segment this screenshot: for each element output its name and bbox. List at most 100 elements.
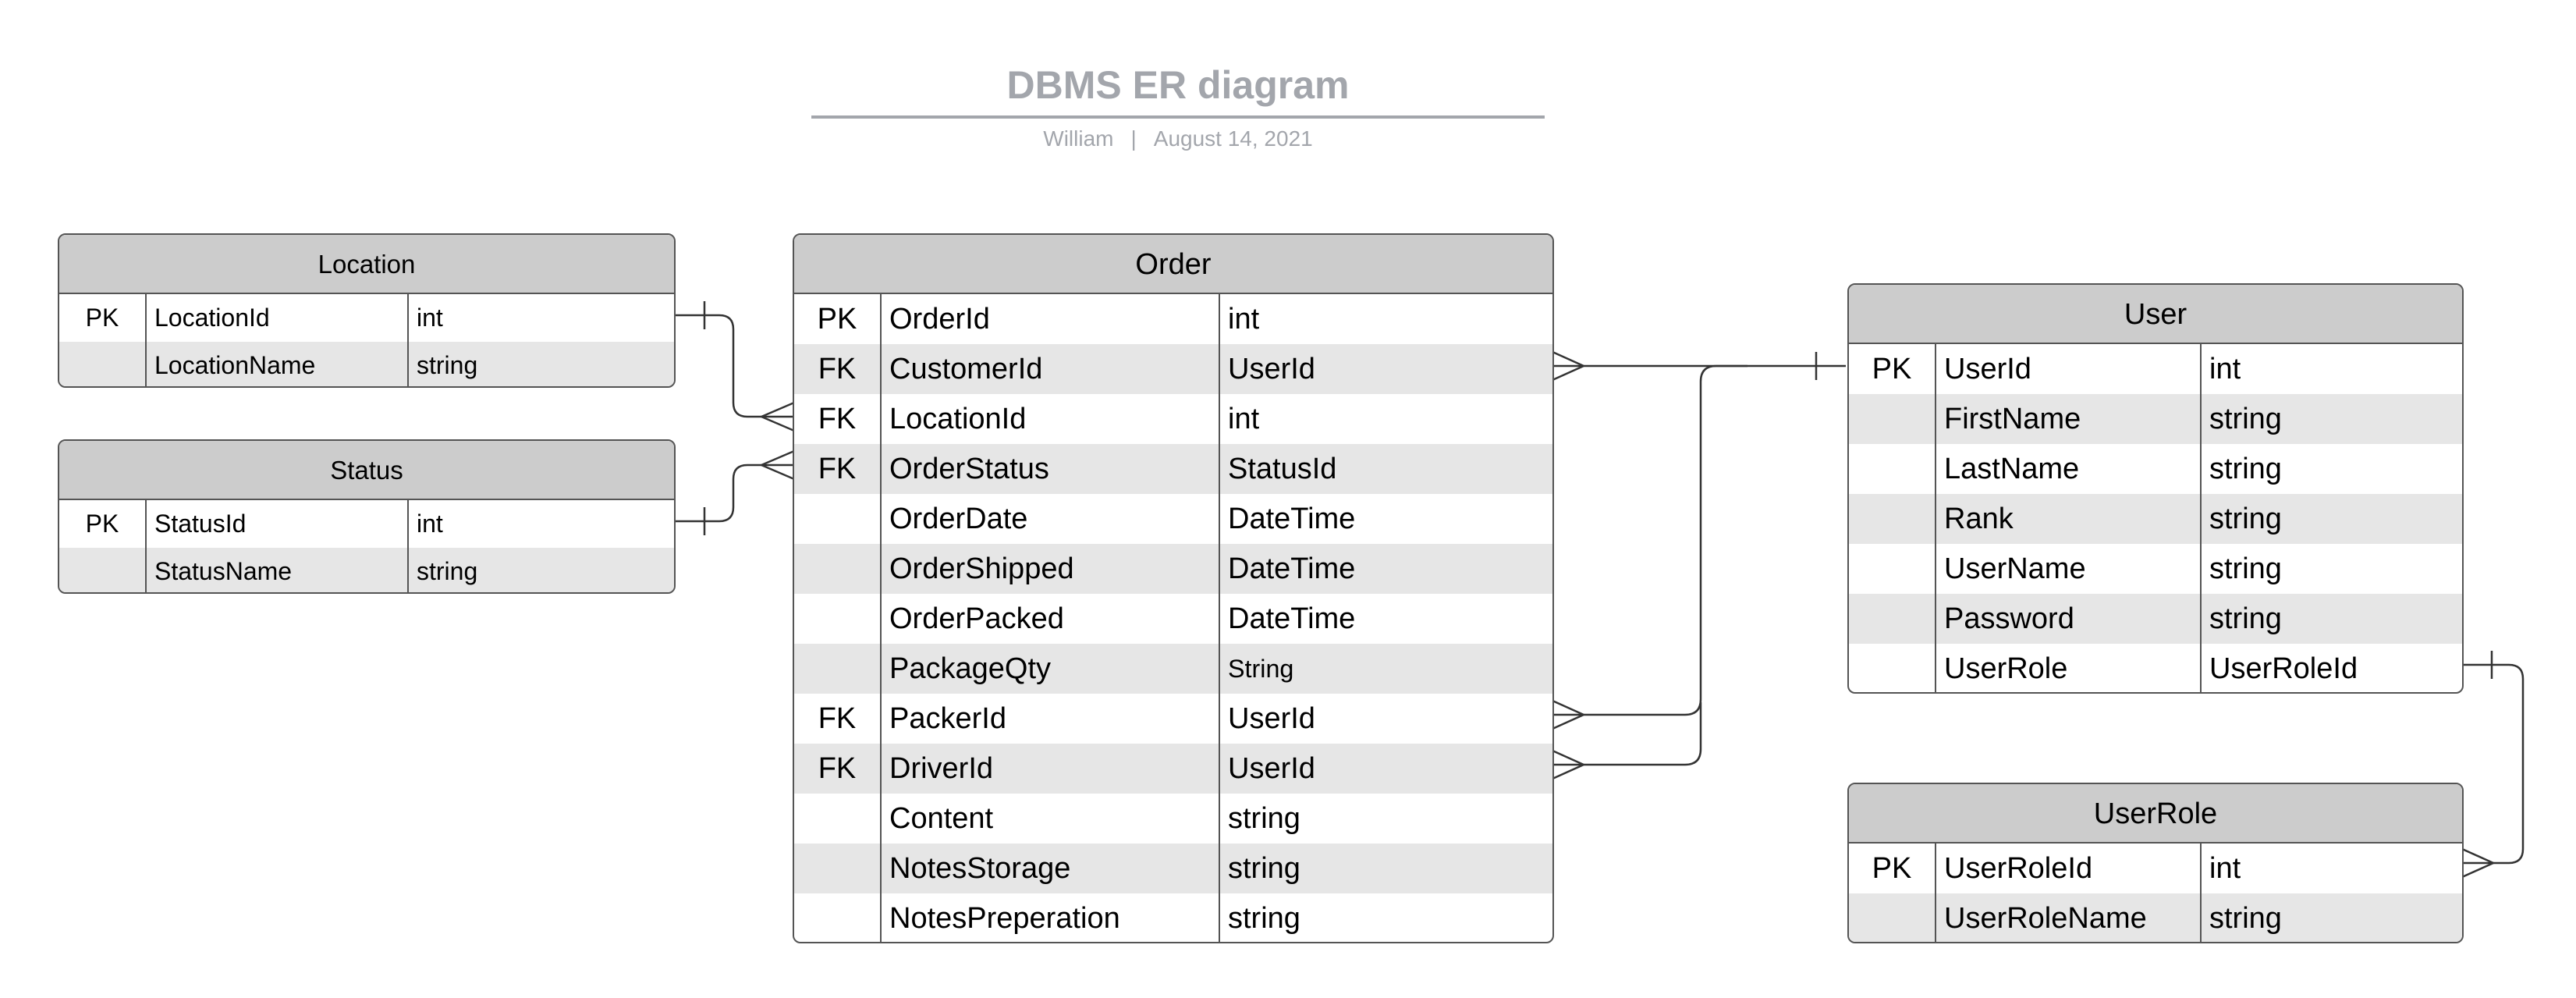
field-name: OrderDate (882, 494, 1220, 544)
field-type: DateTime (1228, 503, 1356, 535)
field-type: string (2209, 503, 2282, 535)
entity-header-order: Order (794, 235, 1552, 294)
field-name: StatusName (147, 548, 409, 592)
entity-user: User PK UserId int FirstName string Last… (1847, 283, 2464, 694)
table-row: FK CustomerId UserId (794, 344, 1552, 394)
table-row: FK LocationId int (794, 394, 1552, 444)
table-row: FK OrderStatus StatusId (794, 444, 1552, 494)
many-marker-order-driver (1552, 749, 1584, 780)
field-name: UserRoleId (1936, 844, 2202, 893)
table-row: PackageQty String (794, 644, 1552, 694)
field-name: LocationId (882, 394, 1220, 444)
key-cell: FK (794, 394, 882, 444)
key-cell (1849, 544, 1936, 594)
key-cell (794, 594, 882, 644)
field-name: NotesStorage (882, 844, 1220, 893)
key-cell (794, 794, 882, 844)
table-row: Password string (1849, 594, 2462, 644)
field-type: string (1228, 902, 1300, 935)
entity-userrole: UserRole PK UserRoleId int UserRoleName … (1847, 783, 2464, 943)
entity-header-location: Location (59, 235, 674, 294)
field-name: UserName (1936, 544, 2202, 594)
key-cell: PK (1849, 844, 1936, 893)
field-name: OrderId (882, 294, 1220, 344)
field-type: DateTime (1228, 602, 1356, 635)
field-name: DriverId (882, 744, 1220, 794)
field-type: StatusId (1228, 453, 1337, 485)
table-row: Rank string (1849, 494, 2462, 544)
table-row: Content string (794, 794, 1552, 844)
entity-location: Location PK LocationId int LocationName … (58, 233, 676, 388)
field-name: CustomerId (882, 344, 1220, 394)
many-marker-order-packer (1552, 699, 1584, 730)
entity-header-userrole: UserRole (1849, 784, 2462, 844)
field-type: string (417, 351, 478, 379)
entity-header-status: Status (59, 441, 674, 500)
table-row: UserRole UserRoleId (1849, 644, 2462, 692)
key-cell: PK (1849, 344, 1936, 394)
field-name: NotesPreperation (882, 893, 1220, 942)
field-type: UserId (1228, 353, 1315, 385)
key-cell (59, 342, 147, 386)
key-cell (59, 548, 147, 592)
key-cell (794, 644, 882, 694)
key-cell (794, 494, 882, 544)
key-cell (794, 893, 882, 942)
field-type: UserId (1228, 752, 1315, 785)
connector-user-userrole (2462, 663, 2525, 865)
field-type: int (417, 510, 443, 538)
field-name: StatusId (147, 500, 409, 548)
key-cell (1849, 893, 1936, 942)
field-name: UserId (1936, 344, 2202, 394)
table-row: NotesStorage string (794, 844, 1552, 893)
field-type: string (2209, 453, 2282, 485)
key-cell: PK (59, 500, 147, 548)
table-row: OrderShipped DateTime (794, 544, 1552, 594)
table-row: StatusName string (59, 548, 674, 592)
table-row: FK PackerId UserId (794, 694, 1552, 744)
field-type: String (1228, 655, 1294, 683)
table-row: UserName string (1849, 544, 2462, 594)
table-row: PK OrderId int (794, 294, 1552, 344)
table-row: OrderDate DateTime (794, 494, 1552, 544)
connector-location-order (676, 314, 794, 418)
field-type: int (2209, 852, 2241, 885)
field-type: DateTime (1228, 552, 1356, 585)
field-name: Password (1936, 594, 2202, 644)
field-name: UserRoleName (1936, 893, 2202, 942)
field-name: OrderShipped (882, 544, 1220, 594)
connector-driver-user (1552, 702, 1702, 766)
many-marker-order-status (761, 449, 795, 481)
key-cell: FK (794, 744, 882, 794)
table-row: LastName string (1849, 444, 2462, 494)
key-cell: PK (59, 294, 147, 342)
field-name: Content (882, 794, 1220, 844)
table-row: PK UserId int (1849, 344, 2462, 394)
field-type: int (417, 304, 443, 332)
table-row: PK UserRoleId int (1849, 844, 2462, 893)
many-marker-order-location (761, 401, 795, 432)
connector-status-order (676, 463, 794, 523)
table-row: FirstName string (1849, 394, 2462, 444)
field-type: string (2209, 602, 2282, 635)
diagram-title: DBMS ER diagram (1006, 63, 1350, 107)
field-type: string (2209, 552, 2282, 585)
field-type: int (2209, 353, 2241, 385)
field-type: string (1228, 802, 1300, 835)
many-marker-order-customer (1552, 350, 1584, 382)
field-name: FirstName (1936, 394, 2202, 444)
field-type: int (1228, 403, 1260, 435)
field-name: PackerId (882, 694, 1220, 744)
diagram-subtitle: William|August 14, 2021 (811, 126, 1545, 151)
field-name: Rank (1936, 494, 2202, 544)
field-name: OrderStatus (882, 444, 1220, 494)
key-cell: FK (794, 344, 882, 394)
table-row: OrderPacked DateTime (794, 594, 1552, 644)
field-type: UserRoleId (2209, 652, 2358, 685)
field-type: string (1228, 852, 1300, 885)
key-cell (794, 544, 882, 594)
table-row: NotesPreperation string (794, 893, 1552, 942)
key-cell: FK (794, 444, 882, 494)
field-name: PackageQty (882, 644, 1220, 694)
